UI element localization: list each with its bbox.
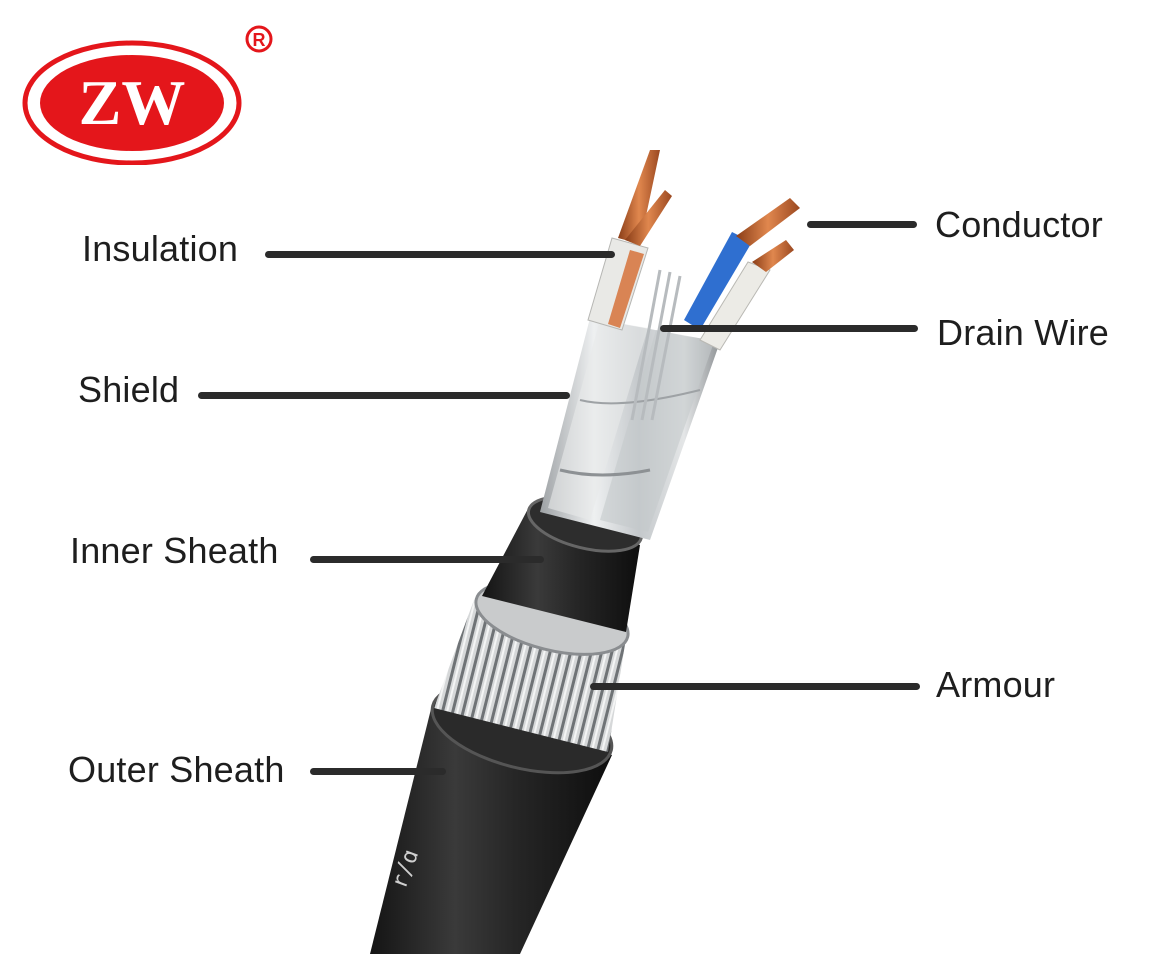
drain-wire-graphic <box>630 269 682 421</box>
leader-inner-sheath <box>310 556 544 563</box>
left-core-graphic <box>587 150 672 331</box>
label-insulation: Insulation <box>82 228 239 269</box>
leader-drain-wire <box>660 325 918 332</box>
leader-shield <box>198 392 570 399</box>
logo-text: ZW <box>79 67 186 138</box>
label-drain-wire: Drain Wire <box>937 312 1110 353</box>
label-shield: Shield <box>78 369 180 410</box>
leader-armour <box>590 683 920 690</box>
label-armour: Armour <box>936 664 1056 705</box>
shield-graphic <box>540 318 720 540</box>
label-inner-sheath: Inner Sheath <box>70 530 279 571</box>
label-outer-sheath: Outer Sheath <box>68 749 285 790</box>
label-conductor: Conductor <box>935 204 1103 245</box>
leader-outer-sheath <box>310 768 446 775</box>
leader-conductor <box>807 221 917 228</box>
registered-mark: R <box>253 30 266 50</box>
leader-insulation <box>265 251 615 258</box>
zw-logo: ZW R <box>22 25 273 165</box>
